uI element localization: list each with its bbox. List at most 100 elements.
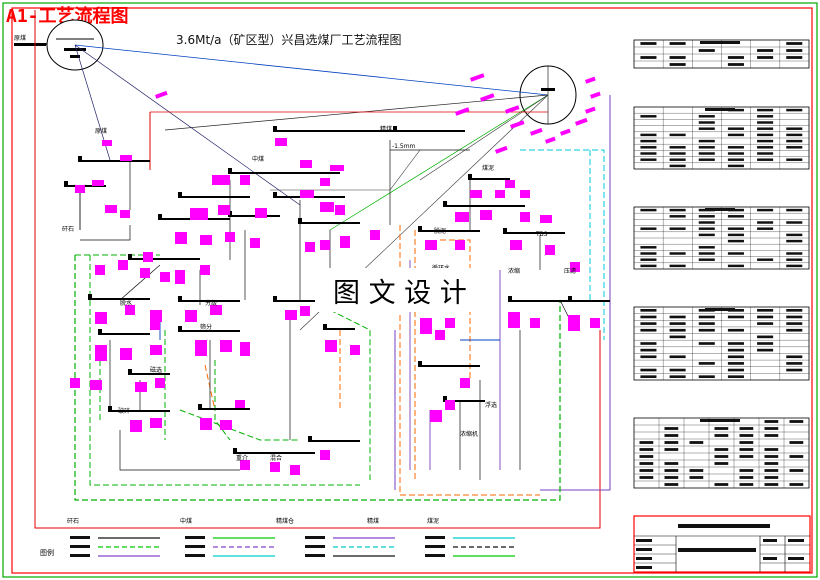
table-cell-text <box>757 49 774 52</box>
equipment-label-block <box>320 202 334 212</box>
table-cell-text <box>727 164 744 168</box>
flow-line <box>440 239 471 380</box>
table-cell-text <box>786 315 803 319</box>
equipment-label-block <box>350 345 360 355</box>
table-cell-text <box>669 152 686 155</box>
equipment-bar <box>130 258 200 260</box>
table-cell-text <box>727 146 744 149</box>
inner-frame <box>11 7 813 574</box>
table-cell-text <box>727 252 744 255</box>
label-tick <box>585 76 596 84</box>
flow-line <box>89 255 360 486</box>
table-cell-text <box>669 315 686 319</box>
equipment-label-block <box>340 236 350 248</box>
table-cell-text <box>727 308 744 312</box>
equipment-label-block <box>200 265 210 275</box>
equipment-label-block <box>460 378 470 388</box>
table-cell-text <box>698 252 715 255</box>
table-cell-text <box>698 342 715 345</box>
label-tick <box>480 93 495 102</box>
annotation-classifying: 分级 <box>205 299 217 307</box>
table-cell-text <box>764 448 779 451</box>
table-cell-text <box>739 434 754 437</box>
equipment-bar <box>100 333 150 335</box>
equipment-label-block <box>195 340 207 356</box>
legend-swatch <box>305 536 325 539</box>
table-cell-text <box>786 56 803 59</box>
equipment-label-block <box>102 140 112 146</box>
label-tick <box>590 91 601 99</box>
legend: 图例 <box>40 536 515 557</box>
legend-swatch <box>425 536 445 539</box>
flow-line <box>74 44 301 206</box>
table-cell-text <box>698 152 715 155</box>
equipment-label-block <box>140 268 150 278</box>
table-cell-text <box>698 221 715 224</box>
table-cell-text <box>640 56 657 59</box>
equipment-label-block <box>455 240 465 250</box>
table-cell-text <box>727 348 744 352</box>
table-cell-text <box>639 469 654 472</box>
equipment-label-block <box>545 245 555 255</box>
flow-line <box>520 149 605 340</box>
annotation-thickening: 浓缩 <box>508 267 520 275</box>
equipment-label-block <box>420 318 432 334</box>
label-tick <box>560 128 571 136</box>
outlet-clean-bin: 精煤仓 <box>276 517 294 525</box>
table-cell-text <box>786 368 803 372</box>
table-cell-text <box>727 158 744 161</box>
table-cell-text <box>714 427 729 430</box>
equipment-label-block <box>305 242 315 252</box>
table-cell-text <box>669 368 686 372</box>
table-cell-text <box>669 215 686 218</box>
equipment-label-block <box>120 210 130 218</box>
table-cell-text <box>698 233 715 237</box>
table-cell-text <box>669 328 686 332</box>
equipment-bar <box>275 130 465 132</box>
table-cell-text <box>739 483 754 486</box>
equipment-label-block <box>330 165 344 171</box>
table-cell-text <box>786 322 803 325</box>
equipment-bar <box>570 300 610 302</box>
table-cell-text <box>689 476 704 479</box>
table-cell-text <box>698 322 715 325</box>
equipment-label-block <box>320 450 330 460</box>
annotation-reject-1: 矸石 <box>62 226 74 233</box>
table-cell-text <box>786 355 803 359</box>
equipment-bar <box>420 230 480 232</box>
equipment-label-block <box>290 465 300 475</box>
equipment-label-block <box>90 380 102 390</box>
table-cell-text <box>698 115 715 118</box>
table-cell-text <box>764 434 779 437</box>
table-cell-text <box>698 362 715 365</box>
table-cell-text <box>639 448 654 451</box>
table-cell-text <box>757 322 774 325</box>
table-cell-text <box>669 158 686 161</box>
flow-line <box>179 409 300 441</box>
equipment-label-block <box>105 205 117 213</box>
table-cell-text <box>786 139 803 143</box>
table-cell-text <box>640 208 657 212</box>
equipment-bar-end <box>503 228 507 234</box>
raw-coal-inlet: 原煤 <box>14 34 47 46</box>
table-cell-text <box>739 448 754 451</box>
equipment-label-block <box>240 460 250 470</box>
table-cell-text <box>727 233 744 237</box>
equipment-bar <box>325 328 355 330</box>
table-cell-text <box>764 469 779 472</box>
table-cell-text <box>640 158 657 161</box>
equipment-label-block <box>150 322 160 330</box>
table-cell-text <box>789 420 804 423</box>
table-cell-text <box>757 342 774 345</box>
equipment-label-block <box>470 190 482 198</box>
data-tables <box>633 39 810 489</box>
equipment-label-block <box>435 330 445 340</box>
legend-swatch <box>70 554 90 557</box>
table-cell-text <box>698 328 715 332</box>
annotation-slime: 煤泥 <box>482 164 494 172</box>
table-cell-text <box>664 441 679 444</box>
label-tick <box>470 73 485 82</box>
annotation-thickener: 浓缩机 <box>460 430 478 438</box>
table-cell-text <box>786 49 803 52</box>
